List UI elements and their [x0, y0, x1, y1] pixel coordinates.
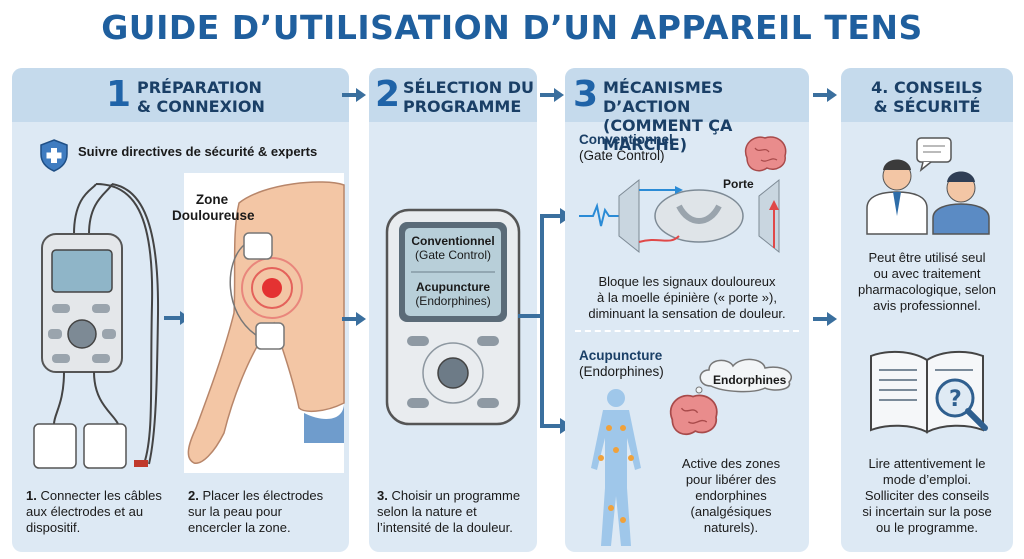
page-title: GUIDE D’UTILISATION D’UN APPAREIL TENS: [101, 8, 923, 47]
gate-label: Porte: [723, 177, 754, 191]
step-number: 1: [106, 74, 132, 115]
svg-text:?: ?: [949, 387, 962, 412]
caption-place-electrodes: 2. Placer les électrodes sur la peau pou…: [188, 488, 324, 535]
shield-icon: [40, 139, 68, 172]
step-heading: 4. CONSEILS& SÉCURITÉ: [871, 78, 983, 116]
arm-with-electrodes-image: [184, 173, 345, 473]
arrow-right-icon: [540, 88, 564, 102]
tens-device-image: [33, 183, 160, 469]
step-heading: MÉCANISMES D’ACTION(COMMENT ÇA MARCHE): [603, 78, 733, 154]
panel-step-3: 3 MÉCANISMES D’ACTION(COMMENT ÇA MARCHE)…: [565, 68, 809, 552]
spinal-gate-diagram: [579, 178, 780, 254]
arrow-right-icon: [342, 88, 366, 102]
manual-book-icon: ?: [870, 350, 988, 434]
screen-program-conventional: Conventionnel(Gate Control): [411, 234, 495, 262]
arrow-right-icon: [342, 312, 366, 326]
caption-connect-cables: 1. Connecter les câbles aux électrodes e…: [26, 488, 162, 535]
acupuncture-title: Acupuncture(Endorphines): [579, 348, 664, 379]
endorphins-label: Endorphines: [713, 373, 787, 387]
panel-header: 4. CONSEILS& SÉCURITÉ: [841, 68, 1013, 122]
step-number: 2: [375, 74, 401, 115]
panel-step-4: 4. CONSEILS& SÉCURITÉ Peut être utilisé …: [841, 68, 1013, 552]
arrow-right-icon: [813, 312, 837, 326]
arrow-right-icon: [813, 88, 837, 102]
tens-device-image: [385, 208, 521, 426]
panel-header: 1 PRÉPARATION& CONNEXION: [12, 68, 349, 122]
brain-icon: [744, 136, 787, 172]
section-divider: [575, 330, 799, 332]
step-number: 3: [573, 74, 599, 115]
panel-header: 3 MÉCANISMES D’ACTION(COMMENT ÇA MARCHE): [565, 68, 809, 154]
brain-icon: [669, 394, 718, 436]
thought-cloud: [695, 358, 792, 394]
conventional-title: Conventionnel(Gate Control): [579, 132, 673, 163]
caption-choose-program: 3. Choisir un programme selon la nature …: [377, 488, 521, 535]
human-body-points-image: [591, 389, 641, 546]
safety-note: Suivre directives de sécurité & experts: [78, 144, 318, 159]
screen-program-acupuncture: Acupuncture(Endorphines): [415, 280, 491, 308]
step-heading: PRÉPARATION& CONNEXION: [137, 78, 265, 116]
doctor-patient-icon: [866, 137, 990, 235]
panel-step-1: 1 PRÉPARATION& CONNEXION Suivre directiv…: [12, 68, 349, 552]
